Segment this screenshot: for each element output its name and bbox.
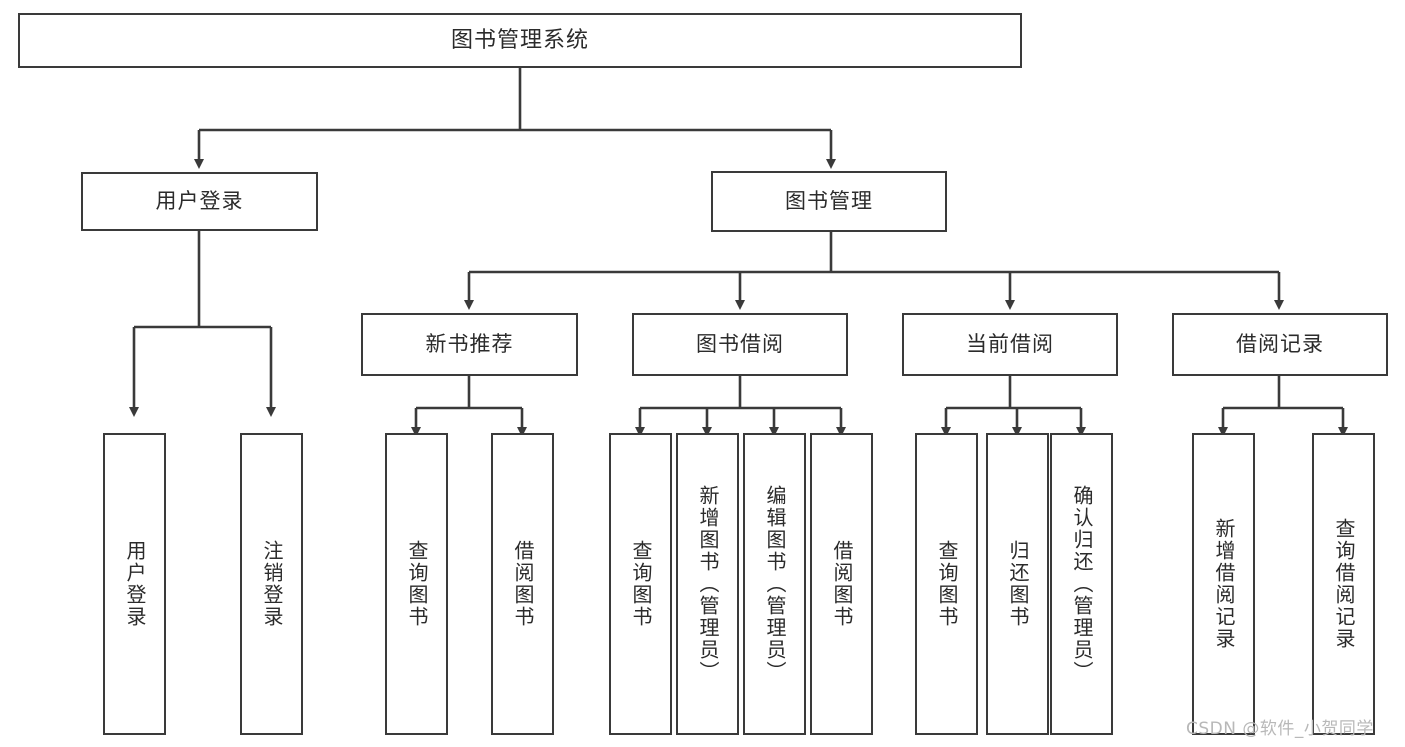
node-label: 确认归还（管理员） bbox=[1070, 485, 1094, 683]
node-label: 查询借阅记录 bbox=[1332, 518, 1356, 650]
node-label: 借阅记录 bbox=[1236, 332, 1324, 357]
leaf-user-login[interactable]: 用户登录 bbox=[103, 433, 166, 735]
node-label: 编辑图书（管理员） bbox=[763, 485, 787, 683]
node-book-borrow[interactable]: 图书借阅 bbox=[632, 313, 848, 376]
leaf-logout-login[interactable]: 注销登录 bbox=[240, 433, 303, 735]
node-user-login[interactable]: 用户登录 bbox=[81, 172, 318, 231]
node-label: 查询图书 bbox=[935, 540, 959, 628]
leaf-borrow-book[interactable]: 借阅图书 bbox=[810, 433, 873, 735]
leaf-edit-book[interactable]: 编辑图书（管理员） bbox=[743, 433, 806, 735]
node-label: 新书推荐 bbox=[425, 332, 514, 357]
leaf-query-borrow-record[interactable]: 查询借阅记录 bbox=[1312, 433, 1375, 735]
node-label: 注销登录 bbox=[260, 540, 284, 628]
leaf-query-book-current[interactable]: 查询图书 bbox=[915, 433, 978, 735]
node-label: 图书管理 bbox=[785, 189, 873, 214]
leaf-borrow-book-recommend[interactable]: 借阅图书 bbox=[491, 433, 554, 735]
node-label: 新增图书（管理员） bbox=[696, 485, 720, 683]
node-label: 图书管理系统 bbox=[450, 27, 589, 53]
csdn-watermark: CSDN @软件_小贺同学 bbox=[1186, 719, 1374, 739]
node-label: 当前借阅 bbox=[966, 332, 1054, 357]
node-label: 图书借阅 bbox=[696, 332, 784, 357]
node-book-management[interactable]: 图书管理 bbox=[711, 171, 947, 232]
leaf-confirm-return[interactable]: 确认归还（管理员） bbox=[1050, 433, 1113, 735]
node-label: 用户登录 bbox=[123, 540, 147, 628]
node-label: 查询图书 bbox=[405, 540, 429, 628]
leaf-query-book-recommend[interactable]: 查询图书 bbox=[385, 433, 448, 735]
node-label: 用户登录 bbox=[155, 189, 244, 214]
node-new-book-recommend[interactable]: 新书推荐 bbox=[361, 313, 578, 376]
node-current-borrow[interactable]: 当前借阅 bbox=[902, 313, 1118, 376]
node-borrow-record[interactable]: 借阅记录 bbox=[1172, 313, 1388, 376]
leaf-add-book[interactable]: 新增图书（管理员） bbox=[676, 433, 739, 735]
leaf-return-book[interactable]: 归还图书 bbox=[986, 433, 1049, 735]
node-label: 借阅图书 bbox=[830, 540, 854, 628]
node-root-system[interactable]: 图书管理系统 bbox=[18, 13, 1022, 68]
node-label: 查询图书 bbox=[629, 540, 653, 628]
node-label: 新增借阅记录 bbox=[1212, 518, 1236, 650]
leaf-add-borrow-record[interactable]: 新增借阅记录 bbox=[1192, 433, 1255, 735]
leaf-query-book-borrow[interactable]: 查询图书 bbox=[609, 433, 672, 735]
node-label: 借阅图书 bbox=[511, 540, 535, 628]
node-label: 归还图书 bbox=[1006, 540, 1030, 628]
